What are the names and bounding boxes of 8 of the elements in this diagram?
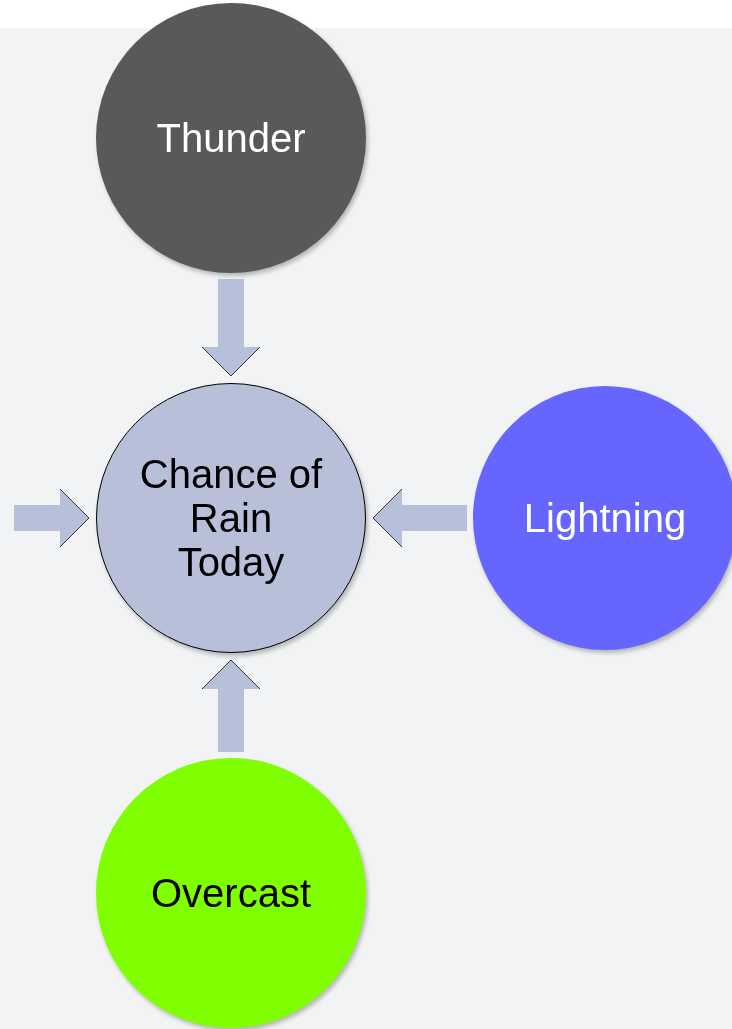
- node-label: Chance of Rain Today: [138, 452, 324, 584]
- block-arrow: [14, 488, 90, 548]
- node-label: Lightning: [522, 496, 688, 540]
- block-arrow: [372, 488, 467, 548]
- block-arrow: [201, 279, 261, 377]
- block-arrow: [201, 659, 261, 752]
- node-label: Thunder: [155, 116, 307, 160]
- node-label: Overcast: [149, 871, 312, 915]
